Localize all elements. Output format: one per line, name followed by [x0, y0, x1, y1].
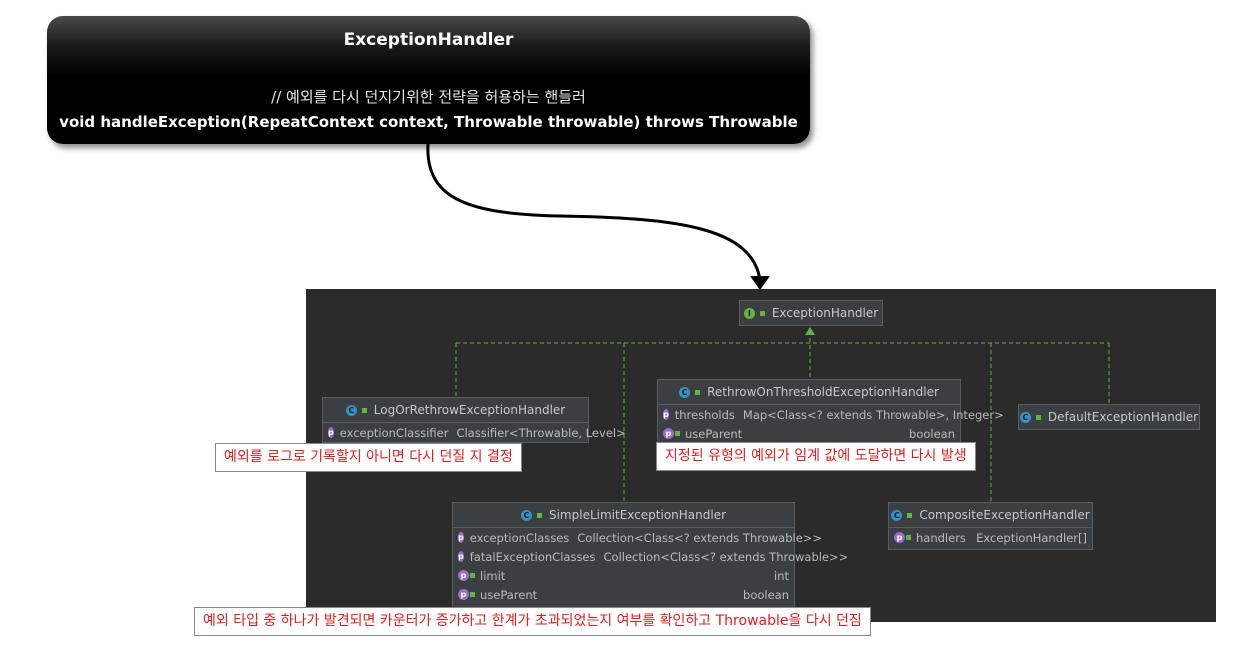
field-type: ExceptionHandler[]: [976, 530, 1087, 545]
public-icon: [1035, 414, 1041, 420]
class-icon: C: [891, 509, 903, 521]
field-type: boolean: [909, 426, 955, 441]
class-logorrethrow[interactable]: C LogOrRethrowExceptionHandler p excepti…: [322, 397, 626, 443]
field-icon: p: [458, 589, 469, 600]
field-row: p exceptionClasses Collection<Class<? ex…: [453, 528, 822, 547]
callout-title: ExceptionHandler: [343, 30, 514, 50]
class-name: LogOrRethrowExceptionHandler: [373, 403, 566, 417]
class-icon: C: [345, 404, 357, 416]
callout-comment: // 예외를 다시 던지기위한 전략을 허용하는 핸들러: [271, 88, 586, 106]
class-name: ExceptionHandler: [771, 306, 879, 320]
field-type: Collection<Class<? extends Throwable>>: [577, 530, 823, 545]
field-row: p thresholds Map<Class<? extends Throwab…: [658, 405, 1004, 424]
field-name: handlers: [916, 530, 966, 545]
note-log: 예외를 로그로 기록할지 아니면 다시 던질 지 결정: [215, 443, 522, 472]
field-type: boolean: [743, 587, 789, 602]
field-name: thresholds: [674, 407, 735, 422]
field-name: useParent: [480, 587, 538, 602]
public-icon: [759, 310, 765, 316]
field-type: Collection<Class<? extends Throwable>>: [603, 549, 849, 564]
field-icon: p: [328, 427, 334, 438]
class-icon: C: [679, 386, 691, 398]
class-name: DefaultExceptionHandler: [1047, 410, 1199, 424]
field-name: fatalExceptionClasses: [469, 549, 596, 564]
field-icon: p: [458, 532, 464, 543]
class-name: SimpleLimitExceptionHandler: [548, 508, 727, 522]
field-name: limit: [480, 568, 506, 583]
relations: [455, 327, 1110, 502]
class-simplelimit[interactable]: C SimpleLimitExceptionHandler p exceptio…: [452, 502, 848, 614]
interface-icon: I: [743, 307, 755, 319]
field-icon: p: [458, 570, 469, 581]
public-icon: [907, 512, 913, 518]
callout-arrow: [426, 143, 770, 290]
private-icon: [470, 592, 475, 597]
public-icon: [536, 512, 542, 518]
field-row: p handlers ExceptionHandler[]: [889, 528, 1092, 547]
note-threshold: 지정된 유형의 예외가 임계 값에 도달하면 다시 발생: [656, 442, 976, 471]
field-row: p useParent boolean: [453, 585, 794, 604]
field-row: p limit int: [453, 566, 794, 585]
callout-signature: void handleException(RepeatContext conte…: [59, 113, 798, 131]
field-row: p useParent boolean: [658, 424, 960, 443]
class-icon: C: [1019, 411, 1031, 423]
field-row: p exceptionClassifier Classifier<Throwab…: [323, 423, 626, 442]
private-icon: [470, 573, 475, 578]
field-icon: p: [663, 428, 674, 439]
note-simple: 예외 타입 중 하나가 발견되면 카운터가 증가하고 한계가 초과되었는지 여부…: [194, 607, 871, 636]
field-type: int: [774, 568, 789, 583]
inheritance-arrow: [805, 327, 815, 335]
public-icon: [361, 407, 367, 413]
class-icon: C: [520, 509, 532, 521]
field-icon: p: [458, 551, 464, 562]
field-name: useParent: [685, 426, 743, 441]
field-icon: p: [663, 409, 669, 420]
field-icon: p: [894, 532, 905, 543]
field-type: Map<Class<? extends Throwable>, Integer>: [742, 407, 1004, 422]
callout-box: ExceptionHandler // 예외를 다시 던지기위한 전략을 허용하…: [47, 16, 810, 144]
arrow-head: [750, 276, 770, 290]
field-row: p fatalExceptionClasses Collection<Class…: [453, 547, 848, 566]
field-type: Classifier<Throwable, Level>: [456, 425, 626, 440]
class-rethrowonthreshold[interactable]: C RethrowOnThresholdExceptionHandler p t…: [657, 379, 1004, 443]
class-name: RethrowOnThresholdExceptionHandler: [707, 385, 939, 399]
field-name: exceptionClassifier: [339, 425, 449, 440]
class-exceptionhandler[interactable]: I ExceptionHandler: [739, 300, 883, 326]
public-icon: [695, 389, 701, 395]
class-name: CompositeExceptionHandler: [919, 508, 1090, 522]
class-defaultexceptionhandler[interactable]: C DefaultExceptionHandler: [1018, 404, 1200, 430]
private-icon: [906, 535, 911, 540]
class-composite[interactable]: C CompositeExceptionHandler p handlers E…: [888, 502, 1093, 550]
private-icon: [675, 431, 680, 436]
field-name: exceptionClasses: [469, 530, 570, 545]
